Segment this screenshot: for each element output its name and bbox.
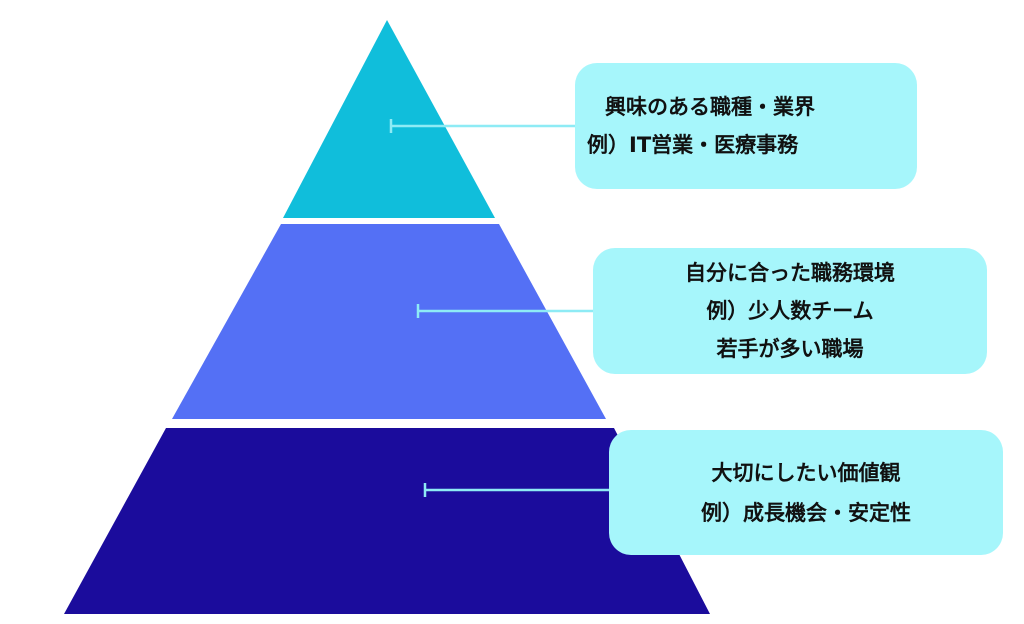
pyramid-tier-top [283, 20, 495, 218]
label-box-interests: 興味のある職種・業界 例）IT営業・医療事務 [575, 63, 917, 189]
label-example: 例）成長機会・安定性 [701, 500, 911, 525]
label-example: 例）IT営業・医療事務 [587, 133, 799, 157]
label-box-values: 大切にしたい価値観 例）成長機会・安定性 [609, 430, 1003, 555]
label-title: 自分に合った職務環境 [685, 261, 895, 285]
label-example-2: 若手が多い職場 [716, 337, 864, 361]
label-title: 大切にしたい価値観 [711, 460, 901, 485]
pyramid-tier-middle [172, 224, 606, 419]
label-example: 例）少人数チーム [706, 299, 874, 323]
label-title: 興味のある職種・業界 [605, 95, 815, 119]
pyramid-tier-bottom [64, 428, 710, 614]
label-box-environment: 自分に合った職務環境 例）少人数チーム 若手が多い職場 [593, 248, 987, 374]
